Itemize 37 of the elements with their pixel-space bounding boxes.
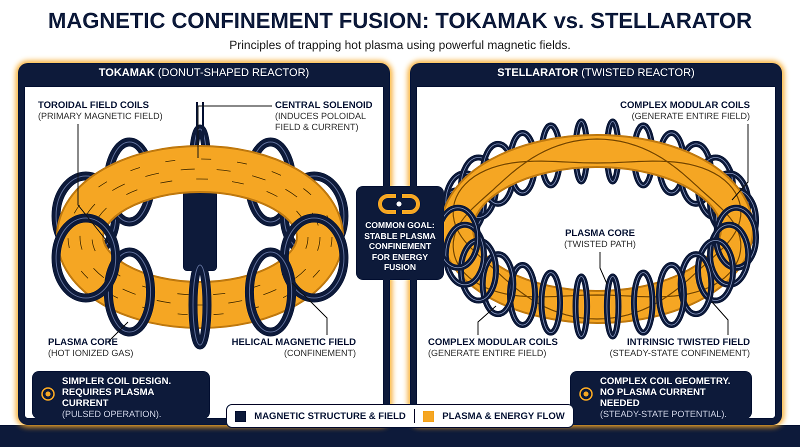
callout-subtitle: (GENERATE ENTIRE FIELD) <box>428 348 548 359</box>
legend-label: MAGNETIC STRUCTURE & FIELD <box>254 410 406 422</box>
goal-text: COMMON GOAL: STABLE PLASMA CONFINEMENT FOR ENERGY FUSION <box>363 220 437 272</box>
panel-heading: TOKAMAK (DONUT-SHAPED REACTOR) <box>98 67 310 79</box>
callout-subtitle: (TWISTED PATH) <box>563 239 637 250</box>
callout-title: CENTRAL SOLENOID <box>275 100 374 111</box>
callout-subtitle: (CONFINEMENT) <box>283 348 356 359</box>
leader-line <box>198 106 272 158</box>
subtitle: Principles of trapping hot plasma using powerful magnetic fields. <box>228 38 572 52</box>
legend-label: PLASMA & ENERGY FLOW <box>442 410 565 422</box>
leader-line <box>712 302 728 336</box>
note-card <box>570 371 752 419</box>
callout-title: PLASMA CORE <box>48 337 119 348</box>
note-card <box>32 371 210 419</box>
note-text: COMPLEX COIL GEOMETRY. NO PLASMA CURRENT NEEDED <box>600 376 732 409</box>
callout-title: HELICAL MAGNETIC FIELD <box>230 337 356 348</box>
leader-line <box>78 124 110 246</box>
note-subtext: (STEADY-STATE POTENTIAL). <box>600 409 728 420</box>
title: MAGNETIC CONFINEMENT FUSION: TOKAMAK vs. STELLARATOR <box>47 8 753 34</box>
callout-title: COMPLEX MODULAR COILS <box>620 100 750 111</box>
callout-subtitle: (GENERATE ENTIRE FIELD) <box>630 111 750 122</box>
callout-title: TOROIDAL FIELD COILS <box>38 100 150 111</box>
callout-subtitle: (PRIMARY MAGNETIC FIELD) <box>38 111 164 122</box>
callout-subtitle: (INDUCES POLOIDAL FIELD & CURRENT) <box>275 111 367 133</box>
callout-subtitle: (STEADY-STATE CONFINEMENT) <box>608 348 750 359</box>
leader-line <box>478 306 496 336</box>
leader-line <box>292 282 328 336</box>
leader-line <box>600 252 608 284</box>
note-text: SIMPLER COIL DESIGN. REQUIRES PLASMA CURRENT <box>62 376 172 409</box>
callout-title: COMPLEX MODULAR COILS <box>428 337 559 348</box>
callout-title: INTRINSIC TWISTED FIELD <box>626 337 750 348</box>
callout-title: PLASMA CORE <box>564 228 636 239</box>
panel-heading: STELLARATOR (TWISTED REACTOR) <box>496 67 696 79</box>
note-subtext: (PULSED OPERATION). <box>62 409 162 420</box>
leader-line <box>732 124 748 200</box>
callout-subtitle: (HOT IONIZED GAS) <box>48 348 134 359</box>
goal-card <box>356 186 444 280</box>
